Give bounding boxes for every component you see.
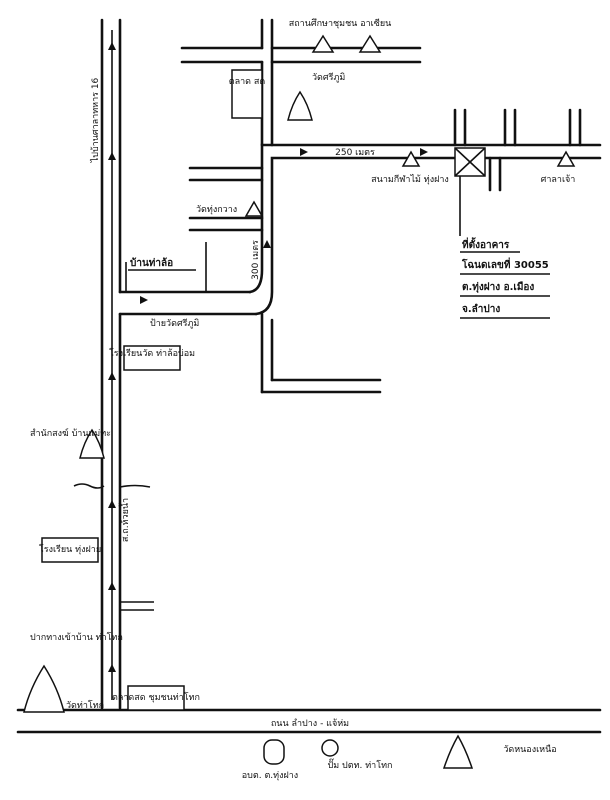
distance-top-label: 250 เมตร <box>335 148 375 158</box>
triangle-icon <box>556 150 576 167</box>
temple-far-right-label: ศาลาเจ้า <box>541 174 576 185</box>
arrows-main <box>108 42 428 672</box>
stupa-icons <box>23 90 474 769</box>
triangle-icon <box>358 34 382 53</box>
address-line-3: ต.ทุ่งฝาง อ.เมือง <box>462 281 534 293</box>
market-box <box>231 69 263 119</box>
side-road-label: ส.ถ.ห้วยน้ำ <box>118 498 131 542</box>
building-icon <box>263 739 285 765</box>
left-temple-label: สำนักสงฆ์ บ้านแม่ทะ <box>30 427 111 439</box>
wat-top-label: วัดศรีภูมิ <box>312 72 345 83</box>
bottom-left-temple-label: วัดท่าโทก <box>66 700 104 711</box>
stream-2 <box>73 483 105 489</box>
upper-road-left <box>248 143 602 294</box>
bottom-road-label: ถนน ลำปาง - แจ้ห่ม <box>271 718 349 729</box>
stream-1 <box>119 484 151 488</box>
sign-label: ป้ายวัดศรีภูมิ <box>150 318 199 329</box>
bottom-icon2-label: ปั๊ม ปตท. ท่าโทก <box>328 758 393 771</box>
address-line-1: ที่ตั้งอาคาร <box>462 237 510 251</box>
stupa-icon <box>23 664 65 713</box>
tree-label: วัดทุ่งกวาง <box>196 205 237 215</box>
vertical-road-label: ไปบ้านศาลาทหาร 16 <box>90 77 101 163</box>
address-line-2: โฉนดเลขที่ 30055 <box>461 257 549 271</box>
school-top-label: สถานศึกษาชุมชน อาเซียน <box>289 18 392 29</box>
triangle-icon <box>244 200 264 217</box>
triangle-icon <box>311 34 335 53</box>
upper-road-right <box>254 156 602 316</box>
market-box-label: ตลาด สด <box>229 77 266 87</box>
school-box-label: โรงเรียนวัด ท่าล้อบ่อม <box>109 348 195 359</box>
distance-vertical-label: 300 เมตร <box>251 240 261 280</box>
school-box <box>123 345 181 371</box>
landmark-triangles <box>244 34 576 217</box>
stupa-icon <box>442 734 474 769</box>
temple-right-label: สนามกีฬาไม้ ทุ่งฝาง <box>371 174 449 185</box>
stupa-icon <box>287 90 313 121</box>
triangle-icon <box>401 150 421 167</box>
target-building-marker <box>454 147 486 236</box>
market-bottom-box <box>127 685 185 711</box>
address-line-4: จ.ลำปาง <box>462 303 500 315</box>
circle-icon <box>321 739 339 757</box>
village-label: บ้านท่าล้อ <box>130 257 173 269</box>
address-block: ที่ตั้งอาคาร โฉนดเลขที่ 30055 ต.ทุ่งฝาง … <box>460 237 550 319</box>
left-school-box <box>41 537 99 563</box>
stupa-icon <box>79 428 105 459</box>
bottom-icon3-label: วัดหนองเหนือ <box>503 744 556 755</box>
market-bottom-box-label: ตลาดสด ชุมชนท่าโทก <box>112 692 200 703</box>
left-school-box-label: โรงเรียน ทุ่งฝาย <box>39 544 101 555</box>
bottom-icon1-label: อบต. ต.ทุ่งฝาง <box>242 771 298 781</box>
bottom-left-text: ปากทางเข้าบ้าน ท่าโทก <box>30 632 123 643</box>
